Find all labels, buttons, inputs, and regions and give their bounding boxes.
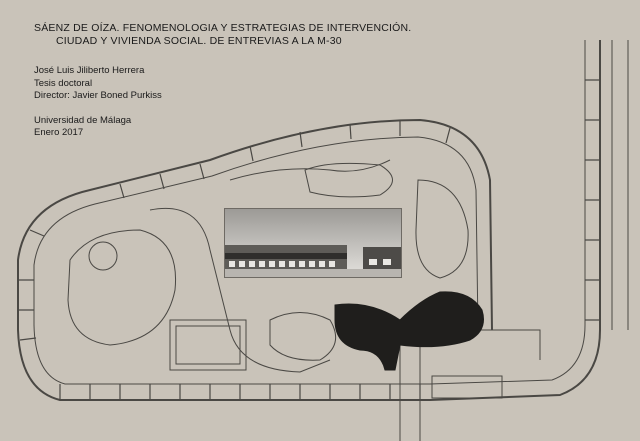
document-type: Tesis doctoral [34,77,93,89]
publication-date: Enero 2017 [34,127,84,138]
director-name: Director: Javier Boned Purkiss [34,90,162,101]
hatched-building [334,291,484,371]
plaza-circle [88,241,118,271]
park-path-west [67,229,177,346]
cover-meta: José Luis Jiliberto Herrera Tesis doctor… [34,65,394,103]
right-linear-block [611,40,629,330]
park-loop-north [304,162,393,198]
cover-title-line-1: SÁENZ DE OÍZA. FENOMENOLOGIA Y ESTRATEGI… [34,22,412,34]
cover-text-block: SÁENZ DE OÍZA. FENOMENOLOGIA Y ESTRATEGI… [34,22,412,140]
park-path-central [149,207,331,373]
cover-title-line-2: CIUDAD Y VIVIENDA SOCIAL. DE ENTREVIAS A… [56,35,342,47]
park-path-north [229,159,391,181]
building-photo [224,208,402,278]
south-block [431,375,503,399]
ring-ticks [18,79,600,400]
sports-court [169,319,247,371]
sports-court-inner [175,325,241,365]
park-loop-east [415,179,469,279]
east-path [478,329,541,360]
outer-building-ring [17,40,601,401]
author-name: José Luis Jiliberto Herrera [34,65,145,76]
park-loop-south [269,312,337,361]
cover-institution: Universidad de Málaga Enero 2017 [34,115,394,140]
inner-building-ring [33,40,586,385]
university-name: Universidad de Málaga [34,114,132,126]
